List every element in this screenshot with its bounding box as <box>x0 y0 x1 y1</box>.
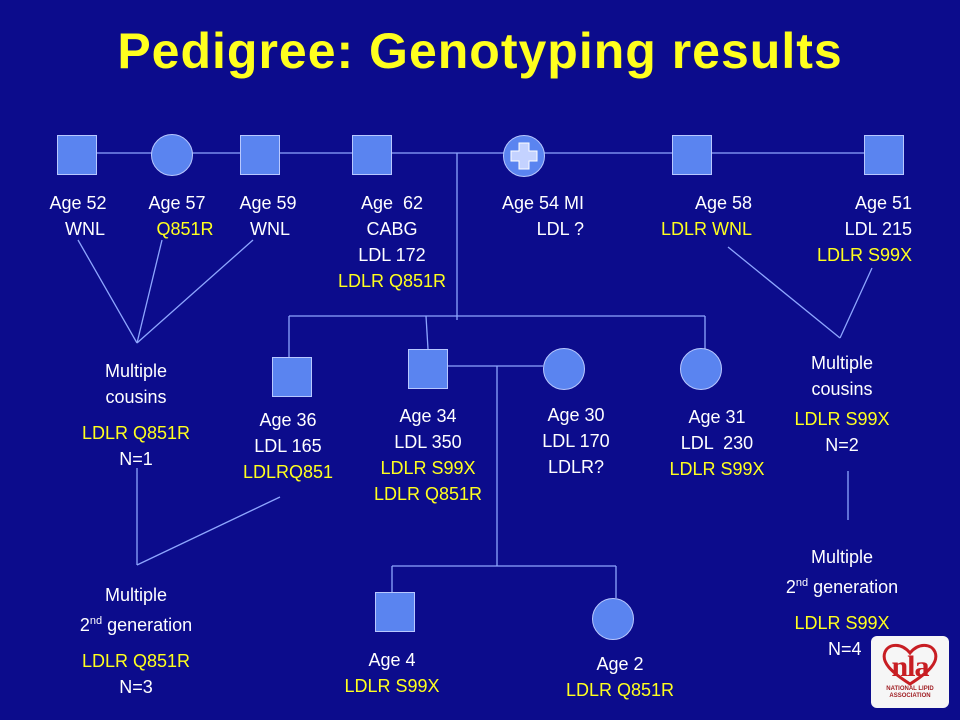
label-line: LDLR Q851R <box>565 680 675 700</box>
group-head: Multiple <box>810 547 874 567</box>
label-age-51: Age 51 LDL 215 LDLR S99X <box>790 190 912 268</box>
group-head: Multiple <box>104 361 168 381</box>
group-head-num: 2 <box>79 615 90 635</box>
label-line: Age 59 <box>239 193 297 213</box>
group-count: N=3 <box>119 677 153 697</box>
label-line: Age 58 <box>694 193 752 213</box>
group-head: cousins <box>105 387 167 407</box>
label-line: LDLRQ851 <box>242 462 334 482</box>
label-age-52: Age 52 WNL <box>38 190 118 242</box>
group-head-sup: nd <box>795 577 809 589</box>
group-head-text: generation <box>102 615 193 635</box>
label-age-58: Age 58 LDLR WNL <box>640 190 752 242</box>
group-head: 2nd generation <box>766 570 918 600</box>
label-age-54: Age 54 MI LDL ? <box>476 190 584 242</box>
group-count: N=1 <box>119 449 153 469</box>
label-line: Age 52 <box>49 193 107 213</box>
label-line: LDLR Q851R <box>373 484 483 504</box>
label-line: LDLR S99X <box>816 245 912 265</box>
label-age-2: Age 2 LDLR Q851R <box>554 651 686 703</box>
label-line: Age 30 <box>547 405 605 425</box>
group-genotype: LDLR S99X <box>794 409 890 429</box>
group-genotype: LDLR Q851R <box>81 423 191 443</box>
group-head: cousins <box>811 379 873 399</box>
group-head-sup: nd <box>89 615 103 627</box>
label-line: Q851R <box>156 219 214 239</box>
male-node-age-58 <box>672 135 712 175</box>
logo-sub-line: NATIONAL LIPID <box>886 686 934 692</box>
label-line: LDLR Q851R <box>337 271 447 291</box>
label-line: Age 62 <box>360 193 424 213</box>
label-line: LDLR S99X <box>380 458 476 478</box>
label-line: Age 34 <box>399 406 457 426</box>
label-age-36: Age 36 LDL 165 LDLRQ851 <box>228 407 348 485</box>
label-age-30: Age 30 LDL 170 LDLR? <box>520 402 632 480</box>
label-line: Age 4 <box>368 650 416 670</box>
group-second-gen-right: Multiple 2nd generation LDLR S99X N=4 <box>766 544 918 662</box>
label-line: Age 2 <box>596 654 644 674</box>
label-line: Age 36 <box>259 410 317 430</box>
label-line: CABG <box>366 219 418 239</box>
male-node-age-62 <box>352 135 392 175</box>
group-count: N=4 <box>828 639 862 659</box>
male-node-age-52 <box>57 135 97 175</box>
group-head: Multiple <box>104 585 168 605</box>
group-genotype: LDLR Q851R <box>81 651 191 671</box>
group-cousins-right: Multiple cousins LDLR S99X N=2 <box>780 350 904 458</box>
group-head-text: generation <box>808 577 899 597</box>
label-line: Age 51 <box>854 193 912 213</box>
label-line: LDL 165 <box>254 436 322 456</box>
logo-subtext: NATIONAL LIPID ASSOCIATION <box>871 686 949 700</box>
label-line: LDL 230 <box>680 433 754 453</box>
label-line: LDLR? <box>547 457 605 477</box>
label-line: Age 31 <box>688 407 746 427</box>
label-line: LDLR S99X <box>344 676 440 696</box>
label-age-31: Age 31 LDL 230 LDLR S99X <box>652 404 782 482</box>
group-second-gen-left: Multiple 2nd generation LDLR Q851R N=3 <box>60 582 212 700</box>
label-line: WNL <box>250 219 290 239</box>
label-age-59: Age 59 WNL <box>226 190 310 242</box>
group-head: 2nd generation <box>60 608 212 638</box>
label-line: LDL 170 <box>542 431 610 451</box>
label-age-34: Age 34 LDL 350 LDLR S99X LDLR Q851R <box>360 403 496 507</box>
cross-icon <box>510 142 537 169</box>
label-line: Age 57 <box>148 193 206 213</box>
male-node-age-4 <box>375 592 415 632</box>
group-genotype: LDLR S99X <box>794 613 890 633</box>
female-node-age-30 <box>543 348 585 390</box>
deceased-node-age-54 <box>503 135 545 177</box>
label-line: LDLR S99X <box>669 459 765 479</box>
group-head: Multiple <box>810 353 874 373</box>
male-node-age-51 <box>864 135 904 175</box>
group-head-num: 2 <box>785 577 796 597</box>
label-line: WNL <box>65 219 105 239</box>
nla-logo: nla NATIONAL LIPID ASSOCIATION <box>871 636 949 708</box>
label-line: LDL 350 <box>394 432 462 452</box>
label-age-4: Age 4 LDLR S99X <box>330 647 454 699</box>
label-age-62: Age 62 CABG LDL 172 LDLR Q851R <box>326 190 458 294</box>
group-cousins-left: Multiple cousins LDLR Q851R N=1 <box>70 358 202 472</box>
female-node-age-2 <box>592 598 634 640</box>
female-node-age-31 <box>680 348 722 390</box>
label-age-57: Age 57 Q851R <box>132 190 222 242</box>
label-line: LDLR WNL <box>660 219 752 239</box>
heart-icon <box>882 643 938 686</box>
male-node-age-59 <box>240 135 280 175</box>
female-node-age-57 <box>151 134 193 176</box>
label-line: LDL 172 <box>358 245 426 265</box>
group-count: N=2 <box>825 435 859 455</box>
label-line: LDL 215 <box>844 219 912 239</box>
logo-text: nla <box>891 650 929 683</box>
male-node-age-34 <box>408 349 448 389</box>
male-node-age-36 <box>272 357 312 397</box>
label-line: LDL ? <box>536 219 584 239</box>
label-line: Age 54 MI <box>501 193 584 213</box>
logo-sub-line: ASSOCIATION <box>889 693 931 699</box>
page-title: Pedigree: Genotyping results <box>117 23 843 79</box>
